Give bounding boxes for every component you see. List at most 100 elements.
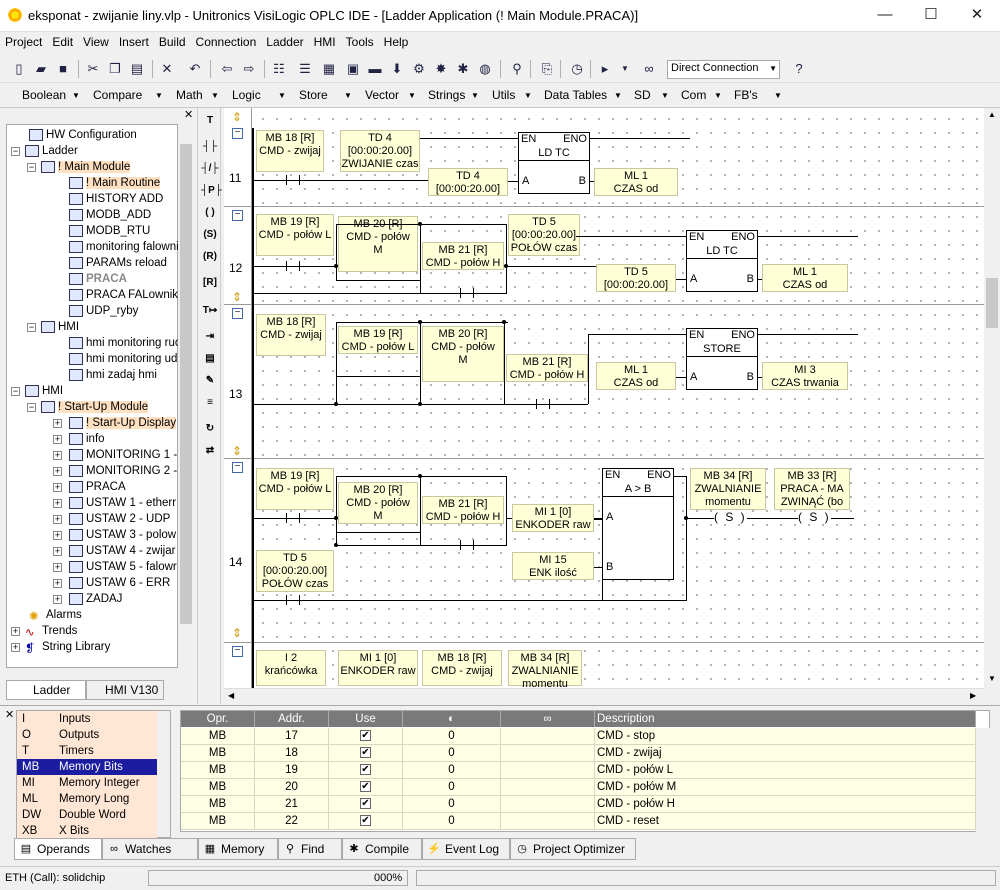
help-icon[interactable]: ? <box>795 61 803 76</box>
menu-project[interactable]: Project <box>5 35 43 49</box>
contact-mb20[interactable]: MB 20 [R] CMD - połów M <box>338 216 418 272</box>
tree-scrollbar[interactable] <box>178 124 194 668</box>
contact-mb19[interactable]: MB 19 [R] CMD - połów L <box>256 214 334 256</box>
tree-item-display[interactable]: +! Start-Up Display <box>53 416 177 429</box>
data-tables-menu[interactable]: Data Tables <box>544 88 608 102</box>
display-icon[interactable]: ▤ <box>205 353 215 364</box>
tree-item-routine[interactable]: MODB_ADD <box>69 207 151 223</box>
operand-mi1[interactable]: MI 1 [0] ENKODER raw <box>338 650 418 686</box>
column-header-addr[interactable]: Addr. <box>255 711 329 727</box>
tree-item-routine[interactable]: UDP_ryby <box>69 303 138 319</box>
contact-mb21[interactable]: MB 21 [R] CMD - połów H <box>506 354 588 382</box>
tree-item-string-library[interactable]: +❡String Library <box>11 641 111 655</box>
tree-item-routine[interactable]: PARAMs reload <box>69 255 167 271</box>
expand-icon[interactable]: + <box>53 594 62 604</box>
contact-mb21[interactable]: MB 21 [R] CMD - połów H <box>422 496 504 524</box>
fb-store[interactable]: EN ENO STORE A B <box>686 328 758 390</box>
expand-icon[interactable]: + <box>53 498 62 508</box>
use-checkbox[interactable]: ✔ <box>360 730 371 742</box>
rung-arrow-icon[interactable]: ⇕ <box>232 290 243 304</box>
expand-icon[interactable]: + <box>53 418 62 428</box>
contact-mb20[interactable]: MB 20 [R] CMD - połów M <box>338 482 418 524</box>
contact-mb18[interactable]: MB 18 [R] CMD - zwijaj <box>256 314 326 356</box>
operand-list-scrollbar[interactable] <box>157 711 170 837</box>
tab-project-optimizer[interactable]: ◷Project Optimizer <box>510 838 636 860</box>
fb-ld-tc[interactable]: EN ENO LD TC A B <box>518 132 590 194</box>
tab-ladder[interactable]: Ladder <box>6 680 86 700</box>
fbs-menu[interactable]: FB's <box>734 88 758 102</box>
tree-item-routine[interactable]: hmi monitoring ruc <box>69 335 181 351</box>
no-contact-icon[interactable]: ┤├ <box>202 141 218 152</box>
tab-hmi-v130[interactable]: HMI V130 <box>86 680 164 700</box>
operand-ml1[interactable]: ML 1 CZAS od <box>762 264 848 292</box>
tree-item-ladder[interactable]: −Ladder <box>11 144 78 157</box>
vector-menu[interactable]: Vector <box>365 88 400 102</box>
expand-icon[interactable]: + <box>11 642 20 652</box>
connection-select[interactable]: Direct Connection ▼ <box>667 60 780 79</box>
expand-icon[interactable]: + <box>53 562 62 572</box>
strings-menu[interactable]: Strings <box>428 88 466 102</box>
expand-icon[interactable]: + <box>53 530 62 540</box>
net-icon[interactable]: ⇥ <box>205 331 215 342</box>
tree-item-routine[interactable]: PRACA FALownik <box>69 287 178 303</box>
ladder-vscrollbar[interactable]: ▲ ▼ <box>984 108 1000 688</box>
close-icon[interactable]: ✕ <box>5 709 15 721</box>
table-row[interactable]: MB 19 ✔ 0 CMD - połów L <box>181 762 976 779</box>
expand-icon[interactable]: + <box>53 466 62 476</box>
new-file-icon[interactable]: ▯ <box>15 61 23 76</box>
sd-menu[interactable]: SD <box>634 88 651 102</box>
open-folder-icon[interactable]: ▰ <box>36 61 46 76</box>
menu-edit[interactable]: Edit <box>52 35 74 49</box>
rung-collapse-icon[interactable]: − <box>232 308 243 319</box>
operand-ml1[interactable]: ML 1 CZAS od <box>596 362 676 390</box>
find-icon[interactable]: ⚲ <box>512 61 522 76</box>
contact-mb18[interactable]: MB 18 [R] CMD - zwijaj <box>422 650 502 686</box>
table-row[interactable]: MB 22 ✔ 0 CMD - reset <box>181 813 976 830</box>
tree-item-display[interactable]: +USTAW 2 - UDP <box>53 512 171 525</box>
tab-memory[interactable]: ▦Memory <box>198 838 278 860</box>
timer-coil-td5[interactable]: TD 5 [00:00:20.00] POŁÓW czas <box>508 214 580 256</box>
tree-item-display[interactable]: +MONITORING 2 - <box>53 464 178 477</box>
call-icon[interactable]: ⇄ <box>205 445 215 456</box>
tab-operands[interactable]: ▤Operands <box>14 838 102 860</box>
scroll-left-icon[interactable]: ◀ <box>228 691 235 700</box>
scroll-thumb[interactable] <box>180 144 192 624</box>
math-menu[interactable]: Math <box>176 88 203 102</box>
tree-item-hw-config[interactable]: HW Configuration <box>29 127 137 143</box>
connect-icon[interactable]: ▸ <box>601 61 609 76</box>
paste-icon[interactable]: ▤ <box>130 61 144 76</box>
compare-menu[interactable]: Compare <box>93 88 143 102</box>
connect-dropdown-icon[interactable]: ▼ <box>621 64 629 73</box>
contact-mb34[interactable]: MB 34 [R] ZWALNIANIE momentu <box>508 650 582 690</box>
set-coil-mb34[interactable]: MB 34 [R] ZWALNIANIE momentu <box>690 468 766 510</box>
tree-item-display[interactable]: +USTAW 4 - zwijar <box>53 544 176 557</box>
tab-compile[interactable]: ✱Compile <box>342 838 422 860</box>
rung-collapse-icon[interactable]: − <box>232 646 243 657</box>
cut-icon[interactable]: ✂ <box>87 61 99 76</box>
jump-icon[interactable]: ↻ <box>205 423 215 434</box>
tree-item-alarms[interactable]: ✺Alarms <box>29 609 82 623</box>
ladder-icon[interactable]: ▦ <box>322 61 336 76</box>
tree-item-display[interactable]: +USTAW 3 - polow <box>53 528 177 541</box>
menu-insert[interactable]: Insert <box>118 35 149 49</box>
set-coil[interactable]: ( S ) <box>798 510 831 524</box>
back-arrow-icon[interactable]: ⇦ <box>221 61 233 76</box>
tree-item-trends[interactable]: +∿Trends <box>11 625 78 639</box>
use-checkbox[interactable]: ✔ <box>360 764 371 776</box>
column-header-watch[interactable]: ∞ <box>501 711 595 727</box>
expand-icon[interactable]: + <box>53 434 62 444</box>
reset-coil-icon[interactable]: (R) <box>203 251 217 262</box>
build-icon[interactable]: ⚙ <box>413 61 425 76</box>
collapse-icon[interactable]: − <box>27 402 36 412</box>
tree-item-display[interactable]: +MONITORING 1 - <box>53 448 178 461</box>
display-icon[interactable]: ▬ <box>368 61 382 76</box>
scroll-up-icon[interactable]: ▲ <box>988 110 996 119</box>
comment-icon[interactable]: ✎ <box>205 375 215 386</box>
close-icon[interactable]: ✕ <box>184 109 194 121</box>
tree-icon[interactable]: ☷ <box>273 61 285 76</box>
